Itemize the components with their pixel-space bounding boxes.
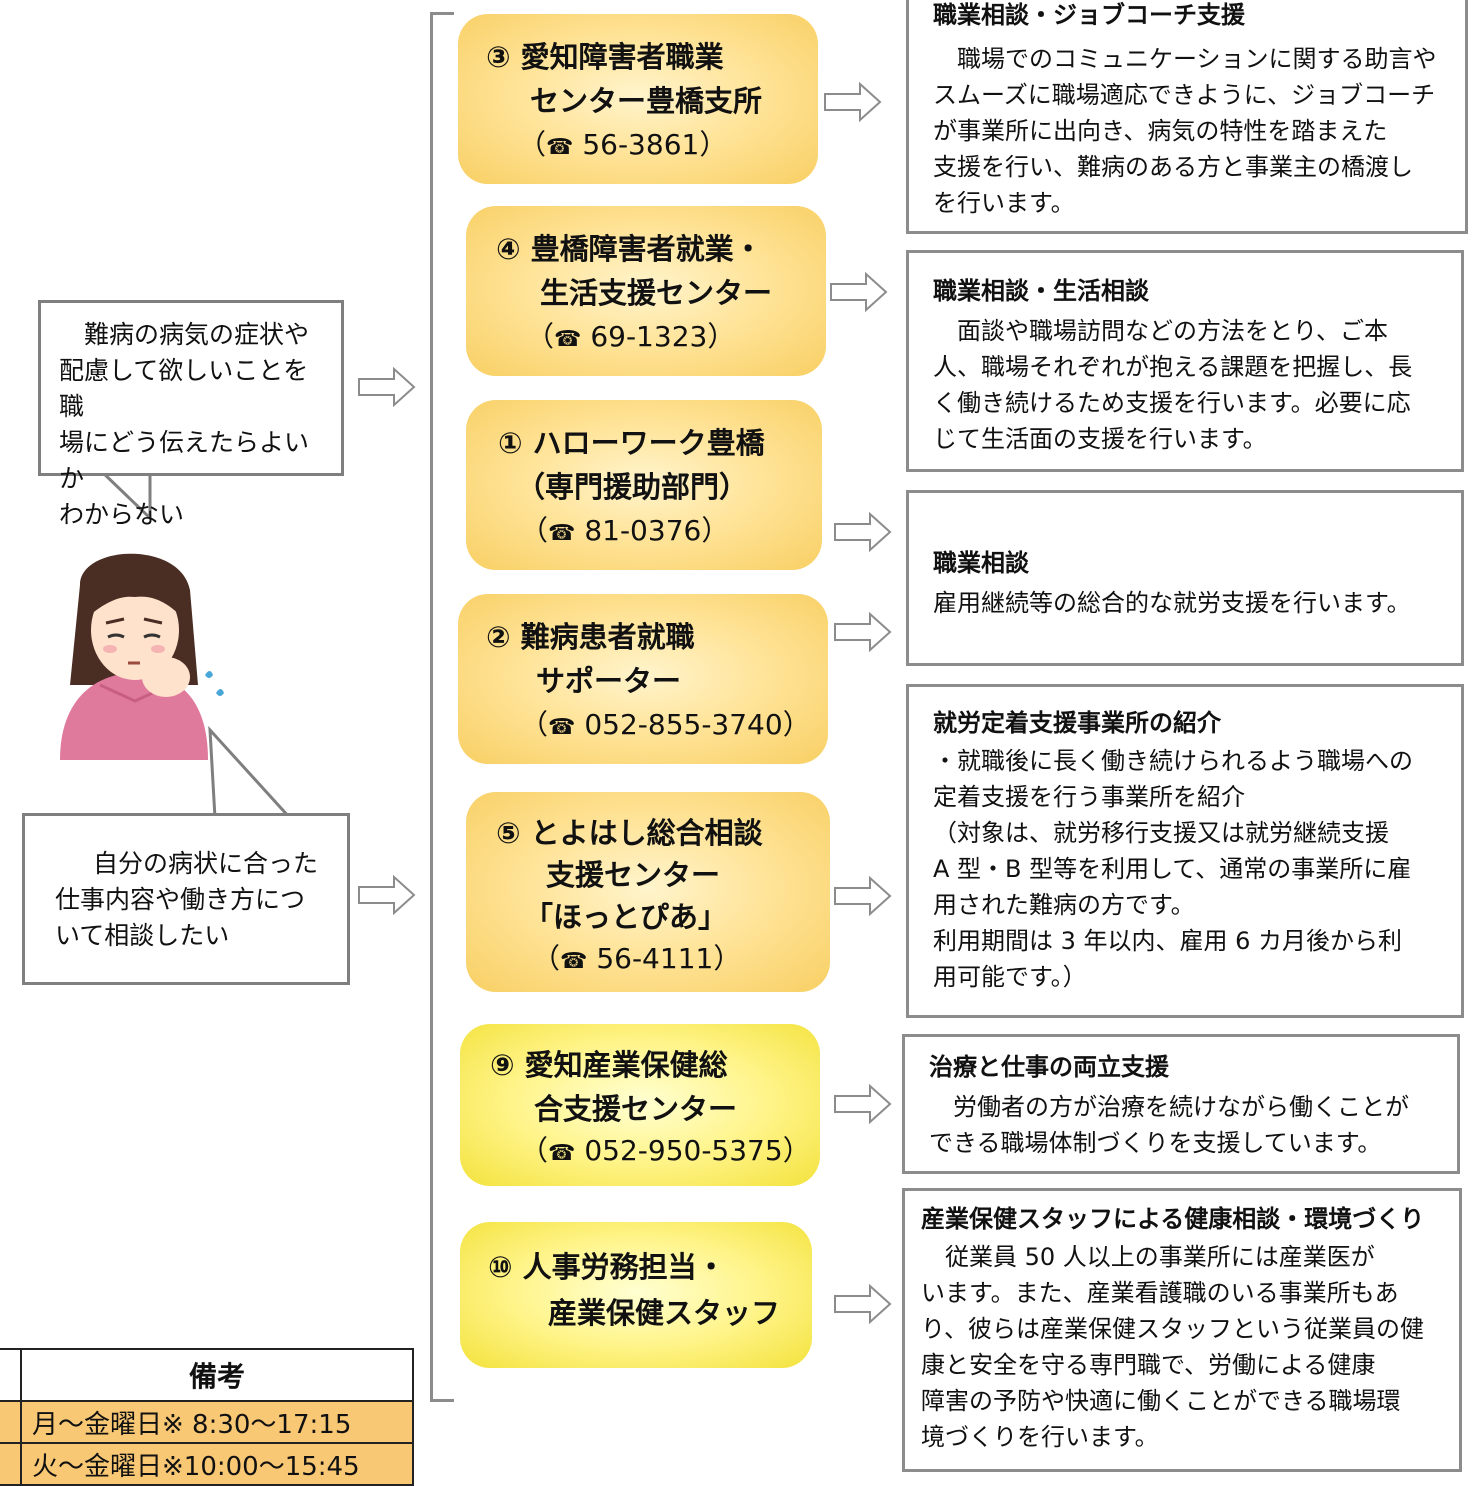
bubble-top-line: 配慮して欲しいことを職	[59, 356, 309, 421]
info-text: ・就職後に長く働き続けられるよう職場への	[933, 747, 1413, 775]
arrow-right-icon	[834, 612, 892, 652]
arrow-right-icon	[830, 272, 888, 312]
org-name-line: 生活支援センター	[540, 276, 773, 310]
org-phone: （☎ 052-855-3740）	[520, 708, 811, 741]
telephone-icon: ☎	[548, 715, 576, 740]
info-box-employment-retention: 就労定着支援事業所の紹介 ・就職後に長く働き続けられるよう職場への 定着支援を行…	[906, 684, 1464, 1018]
telephone-icon: ☎	[548, 521, 576, 546]
info-title: 職業相談・ジョブコーチ支援	[933, 1, 1245, 29]
info-title: 職業相談	[933, 549, 1029, 577]
info-text: 雇用継続等の総合的な就労支援を行います。	[933, 589, 1411, 617]
info-text: 用可能です。）	[933, 963, 1087, 991]
org-name-line: 「ほっとぴあ」	[524, 900, 728, 934]
org-name-line: ① ハローワーク豊橋	[498, 426, 765, 460]
telephone-icon: ☎	[554, 327, 582, 352]
info-title: 治療と仕事の両立支援	[929, 1053, 1169, 1081]
info-text: く働き続けるため支援を行います。必要に応	[933, 389, 1411, 417]
org-name-line: ② 難病患者就職	[486, 620, 695, 654]
org-name-line: サポーター	[536, 664, 682, 698]
org-box-aichi-occupational-health-center: ⑨ 愛知産業保健総 合支援センター （☎ 052-950-5375）	[460, 1024, 820, 1186]
info-title: 産業保健スタッフによる健康相談・環境づくり	[921, 1205, 1425, 1233]
table-header-remarks: 備考	[20, 1348, 414, 1402]
org-name-line: ④ 豊橋障害者就業・	[496, 232, 763, 266]
org-box-toyohashi-general-consultation: ⑤ とよはし総合相談 支援センター 「ほっとぴあ」 （☎ 56-4111）	[466, 792, 830, 992]
speech-bubble-top: 難病の病気の症状や 配慮して欲しいことを職 場にどう伝えたらよいか わからない	[38, 300, 344, 529]
bubble-top-line: わからない	[59, 500, 185, 529]
org-name-line: 合支援センター	[534, 1092, 738, 1126]
info-text: を行います。	[933, 189, 1075, 217]
info-box-treatment-work-balance: 治療と仕事の両立支援 労働者の方が治療を続けながら働くことが できる職場体制づく…	[902, 1034, 1460, 1174]
arrow-right-icon	[834, 1084, 892, 1124]
table-cell: 月～金曜日※ 8:30～17:15	[20, 1400, 414, 1444]
info-text: A 型・B 型等を利用して、通常の事業所に雇	[933, 855, 1412, 883]
info-text: 障害の予防や快適に働くことができる職場環	[921, 1387, 1401, 1415]
table-stub-cell	[0, 1442, 22, 1486]
info-text: 人、職場それぞれが抱える課題を把握し、長	[933, 353, 1413, 381]
org-box-aichi-vocational-center: ③ 愛知障害者職業 センター豊橋支所 （☎ 56-3861）	[458, 14, 818, 184]
info-text: 康と安全を守る専門職で、労働による健康	[921, 1351, 1376, 1379]
bubble-bottom-line: 自分の病状に合った	[93, 849, 319, 878]
info-text: 面談や職場訪問などの方法をとり、ご本	[933, 317, 1389, 345]
org-phone: （☎ 56-3861）	[518, 128, 728, 161]
arrow-right-icon	[834, 1284, 892, 1324]
bubble-bottom-line: いて相談したい	[55, 921, 230, 950]
info-text: り、彼らは産業保健スタッフという従業員の健	[921, 1315, 1425, 1343]
info-text: （対象は、就労移行支援又は就労継続支援	[933, 819, 1389, 847]
telephone-icon: ☎	[546, 135, 574, 160]
org-name-line: 産業保健スタッフ	[548, 1296, 781, 1330]
org-name-line: ⑩ 人事労務担当・	[488, 1250, 726, 1284]
org-name-line: ③ 愛知障害者職業	[486, 40, 724, 74]
info-text: が事業所に出向き、病気の特性を踏まえた	[933, 117, 1388, 145]
table-cell: 火～金曜日※10:00～15:45	[20, 1442, 414, 1486]
info-text: 従業員 50 人以上の事業所には産業医が	[921, 1243, 1375, 1271]
org-name-line: 支援センター	[546, 858, 721, 892]
info-box-job-coach-support: 職業相談・ジョブコーチ支援 職場でのコミュニケーションに関する助言や スムーズに…	[906, 0, 1468, 234]
org-box-intractable-disease-supporter: ② 難病患者就職 サポーター （☎ 052-855-3740）	[458, 594, 828, 764]
org-phone: （☎ 56-4111）	[532, 942, 742, 975]
org-box-hr-occupational-health-staff: ⑩ 人事労務担当・ 産業保健スタッフ	[460, 1222, 812, 1368]
arrow-right-icon	[834, 876, 892, 916]
info-text: 用された難病の方です。	[933, 891, 1195, 919]
info-text: じて生活面の支援を行います。	[933, 425, 1267, 453]
info-text: 職場でのコミュニケーションに関する助言や	[933, 45, 1437, 73]
table-stub-cell	[0, 1348, 22, 1402]
org-phone: （☎ 81-0376）	[520, 514, 730, 547]
hours-table: 備考 月～金曜日※ 8:30～17:15 火～金曜日※10:00～15:45	[0, 1348, 414, 1486]
org-phone: （☎ 69-1323）	[526, 320, 736, 353]
info-text: 定着支援を行う事業所を紹介	[933, 783, 1245, 811]
arrow-right-icon	[358, 367, 416, 407]
info-box-life-consultation: 職業相談・生活相談 面談や職場訪問などの方法をとり、ご本 人、職場それぞれが抱え…	[906, 250, 1464, 472]
org-name-line: ⑨ 愛知産業保健総	[490, 1048, 728, 1082]
info-title: 職業相談・生活相談	[933, 277, 1149, 305]
arrow-right-icon	[824, 82, 882, 122]
info-text: できる職場体制づくりを支援しています。	[929, 1129, 1382, 1157]
org-box-hellowork-toyohashi: ① ハローワーク豊橋 （専門援助部門） （☎ 81-0376）	[466, 400, 822, 570]
info-text: 支援を行い、難病のある方と事業主の橋渡し	[933, 153, 1413, 181]
info-box-job-consultation: 職業相談 雇用継続等の総合的な就労支援を行います。	[906, 490, 1464, 666]
speech-bubble-bottom: 自分の病状に合った 仕事内容や働き方につ いて相談したい	[22, 813, 350, 985]
info-text: 利用期間は 3 年以内、雇用 6 カ月後から利	[933, 927, 1403, 955]
bubble-bottom-line: 仕事内容や働き方につ	[55, 885, 306, 914]
table-stub-cell	[0, 1400, 22, 1444]
info-title: 就労定着支援事業所の紹介	[933, 709, 1221, 737]
arrow-right-icon	[358, 875, 416, 915]
bubble-top-line: 場にどう伝えたらよいか	[59, 428, 310, 493]
org-name-line: センター豊橋支所	[530, 84, 763, 118]
info-text: スムーズに職場適応できように、ジョブコーチ	[933, 81, 1436, 109]
telephone-icon: ☎	[560, 949, 588, 974]
info-box-occupational-health-staff: 産業保健スタッフによる健康相談・環境づくり 従業員 50 人以上の事業所には産業…	[902, 1188, 1462, 1472]
org-box-toyohashi-employment-center: ④ 豊橋障害者就業・ 生活支援センター （☎ 69-1323）	[466, 206, 826, 376]
telephone-icon: ☎	[548, 1141, 576, 1166]
grouping-bracket	[430, 12, 454, 1402]
arrow-right-icon	[834, 512, 892, 552]
info-text: 労働者の方が治療を続けながら働くことが	[929, 1093, 1409, 1121]
info-text: 境づくりを行います。	[921, 1423, 1159, 1451]
org-name-line: ⑤ とよはし総合相談	[496, 816, 763, 850]
org-name-line: （専門援助部門）	[516, 470, 749, 504]
worried-woman-illustration	[60, 553, 224, 760]
info-text: います。また、産業看護職のいる事業所もあ	[921, 1279, 1399, 1307]
bubble-top-line: 難病の病気の症状や	[84, 320, 310, 349]
org-phone: （☎ 052-950-5375）	[520, 1134, 811, 1167]
